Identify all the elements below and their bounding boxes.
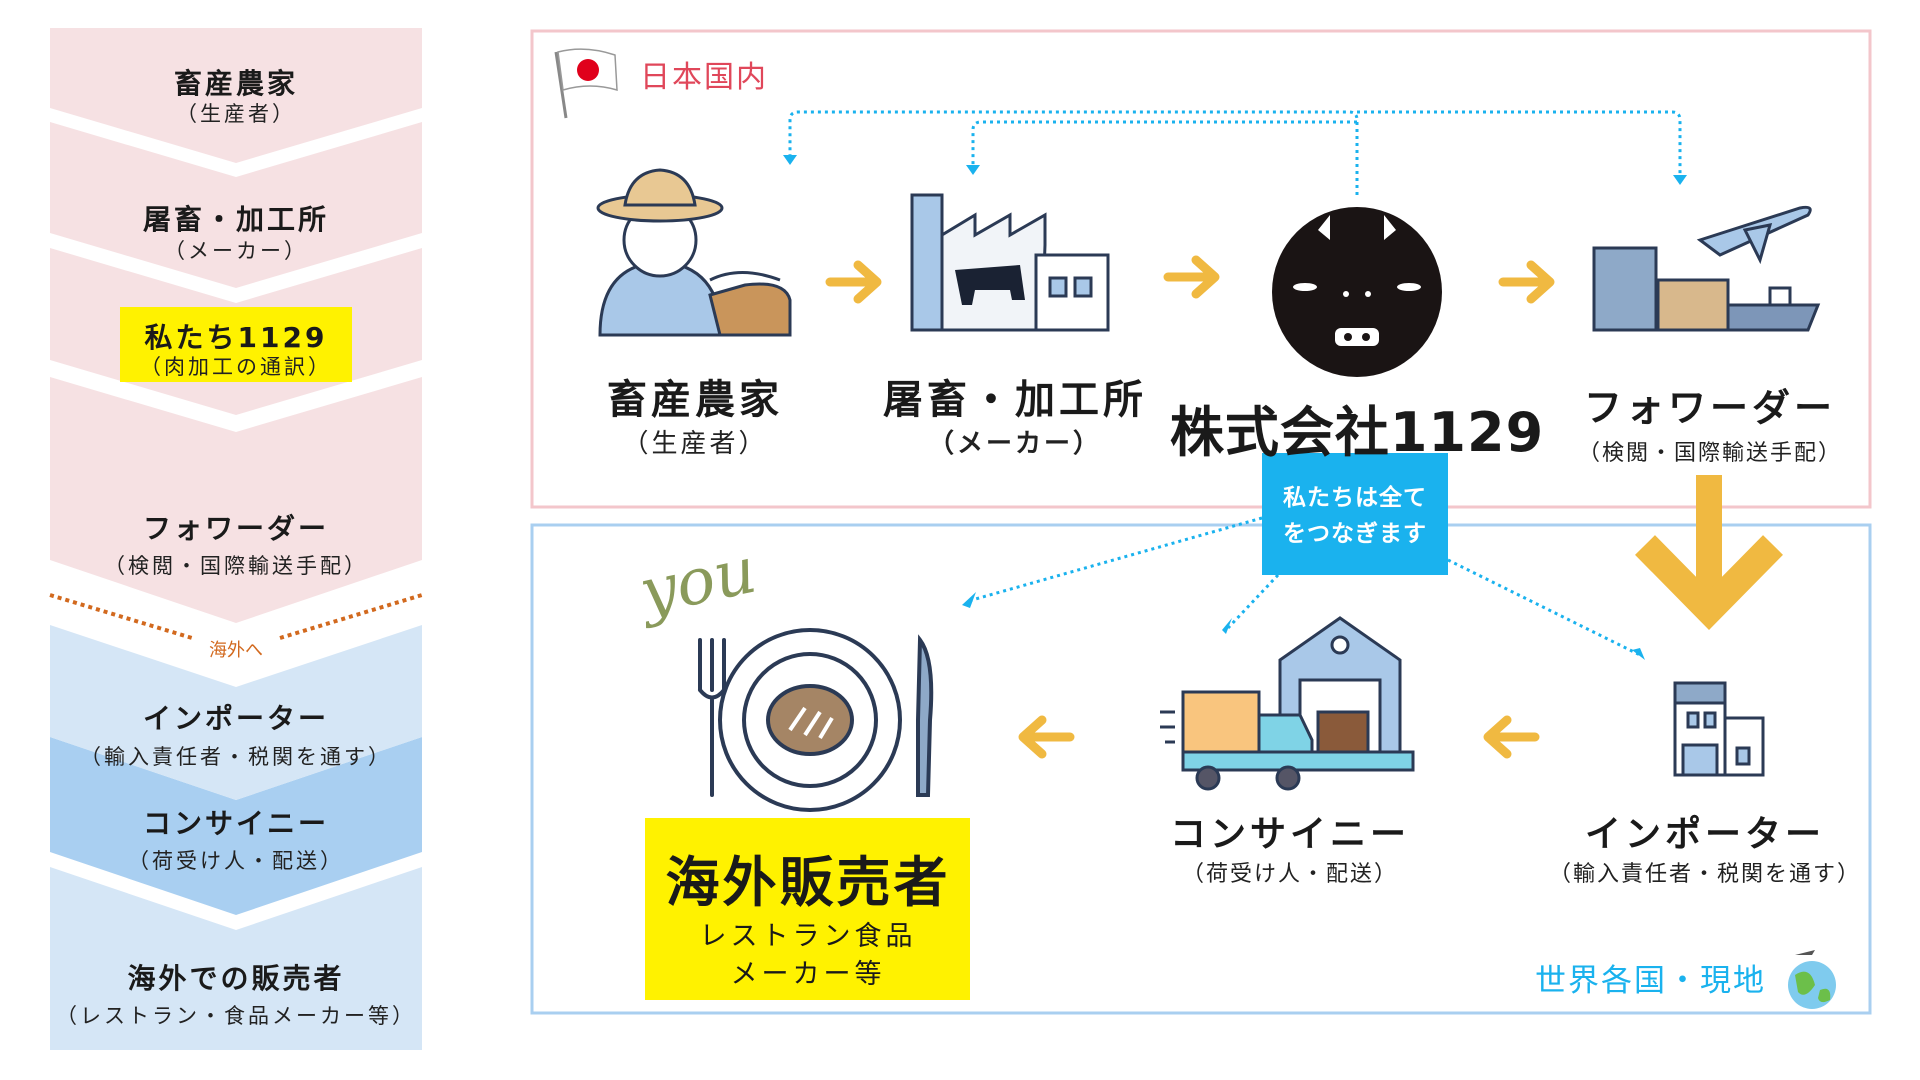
- chevron-step-5: [50, 625, 422, 800]
- step-sub: （荷受け人・配送）: [128, 849, 344, 873]
- company-logo-icon: [1272, 207, 1442, 377]
- node-title-importer: インポーター: [1584, 814, 1826, 855]
- globe-icon: [1788, 950, 1836, 1009]
- step-title: インポーター: [142, 702, 330, 735]
- big-down-arrow-icon: [1635, 475, 1783, 630]
- building-icon: [1673, 681, 1765, 777]
- connect-label-line: 私たちは全て: [1283, 485, 1427, 511]
- node-title-consignee: コンサイニー: [1169, 814, 1411, 855]
- step-title: 屠畜・加工所: [142, 203, 330, 236]
- farmer-with-cow-icon: [596, 168, 792, 337]
- chevron-step-7: [50, 867, 422, 1050]
- seller-sub: レストラン食品: [699, 921, 917, 952]
- seller-sub: メーカー等: [730, 959, 886, 990]
- step-sub: （レストラン・食品メーカー等）: [56, 1004, 416, 1028]
- world-region-label: 世界各国・現地: [1535, 963, 1766, 999]
- plate-with-steak-icon: [698, 628, 934, 812]
- company-name: 株式会社1129: [1169, 401, 1545, 464]
- overseas-divider: [49, 593, 193, 640]
- node-sub-forwarder: （検閲・国際輸送手配）: [1577, 441, 1843, 466]
- step-title: 私たち1129: [144, 321, 328, 354]
- step-sub: （生産者）: [176, 102, 296, 126]
- node-title-factory: 屠畜・加工所: [883, 377, 1147, 423]
- step-title: フォワーダー: [142, 512, 330, 545]
- highlight-box: [120, 307, 352, 382]
- node-title-forwarder: フォワーダー: [1583, 386, 1837, 430]
- japan-flag-icon: [554, 48, 618, 119]
- chevron-step-4: [50, 377, 422, 623]
- chevron-step-1: [50, 28, 422, 163]
- connect-label: 私たちは全て をつなぎます: [1283, 480, 1427, 552]
- world-region-box: [530, 523, 1872, 1015]
- dotted-connector: [788, 110, 1682, 657]
- step-sub: （メーカー）: [164, 239, 308, 263]
- node-sub-farmer: （生産者）: [622, 429, 768, 459]
- japan-region-label: 日本国内: [640, 60, 768, 95]
- step-title: 畜産農家: [173, 67, 299, 100]
- node-sub-consignee: （荷受け人・配送）: [1181, 862, 1399, 887]
- dotted-arrowheads: [783, 155, 1687, 660]
- factory-icon: [910, 193, 1110, 332]
- step-sub: （検閲・国際輸送手配）: [104, 554, 368, 578]
- step-sub: （肉加工の通訳）: [140, 355, 332, 379]
- node-title-farmer: 畜産農家: [607, 377, 783, 423]
- connect-label-line: をつなぎます: [1283, 521, 1427, 547]
- chevron-step-2: [50, 122, 422, 288]
- seller-title: 海外販売者: [665, 851, 951, 914]
- connect-label-box: [1262, 453, 1448, 575]
- step-title: 海外での販売者: [127, 962, 345, 995]
- truck-warehouse-icon: [1160, 616, 1415, 791]
- divider-label: 海外へ: [209, 640, 263, 661]
- japan-region-box: [530, 29, 1872, 509]
- node-sub-factory: （メーカー）: [927, 429, 1103, 459]
- node-sub-importer: （輸入責任者・税関を通す）: [1548, 862, 1862, 887]
- cargo-plane-ship-icon: [1592, 205, 1821, 332]
- step-title: コンサイニー: [142, 807, 330, 840]
- overseas-divider: [279, 593, 423, 640]
- step-sub: （輸入責任者・税関を通す）: [80, 745, 392, 769]
- seller-highlight-box: [645, 818, 970, 1000]
- flow-arrow-icon: [825, 255, 1555, 759]
- chevron-step-6: [50, 737, 422, 915]
